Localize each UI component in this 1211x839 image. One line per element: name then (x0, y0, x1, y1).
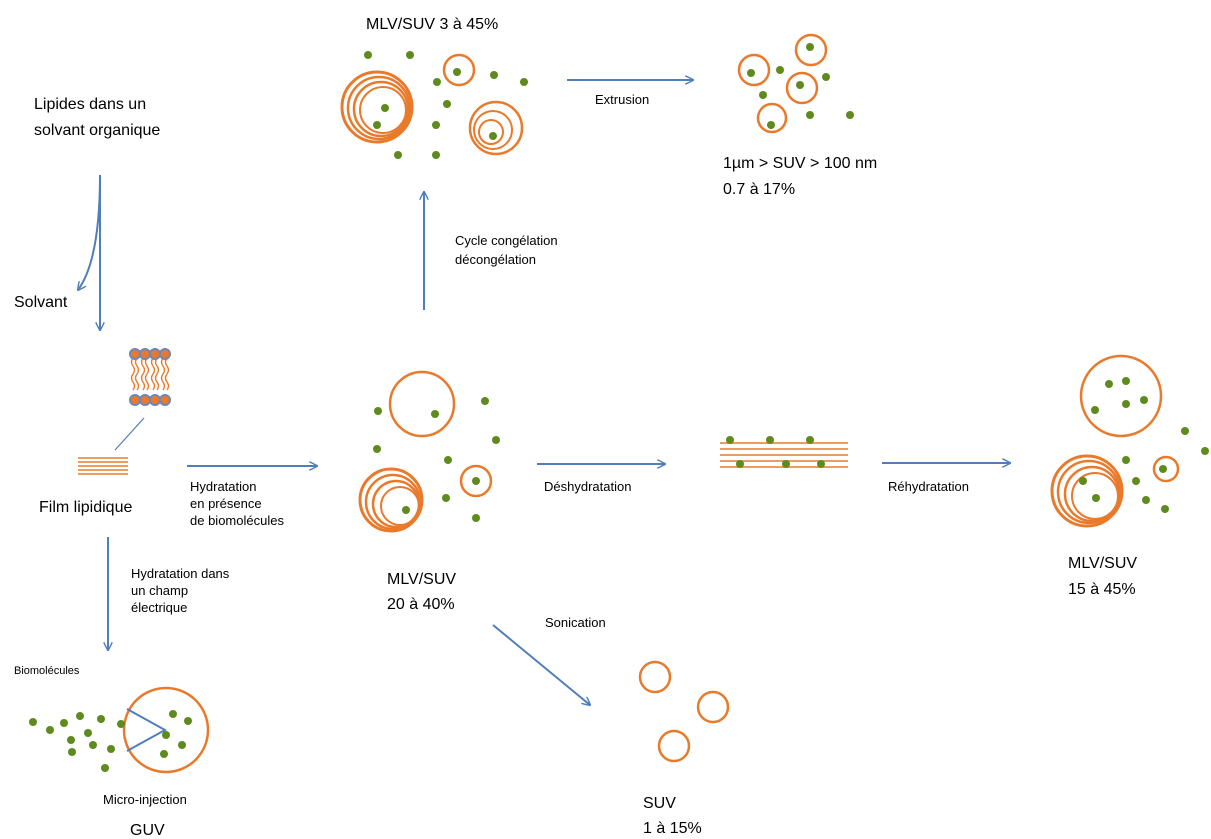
guv-vesicle (122, 686, 210, 774)
extruded-yield-label: 0.7 à 17% (723, 181, 795, 198)
suv-label-2: 1 à 15% (643, 820, 702, 837)
lipid-bilayer-icon (129, 348, 171, 406)
sonicated-suv-vesicles (638, 660, 730, 763)
mlv-suv-top-vesicles (340, 53, 524, 156)
mlv-center-label-1: MLV/SUV (387, 571, 456, 588)
mlv-top-label: MLV/SUV 3 à 45% (366, 16, 498, 33)
labels: Lipides dans un solvant organique Solvan… (14, 16, 1137, 839)
mlv-suv-right-biomolecules (1079, 377, 1209, 513)
mlv-right-label-1: MLV/SUV (1068, 555, 1137, 572)
micropipette (126, 708, 168, 752)
hydration-bio-label-2: en présence (190, 496, 262, 511)
mlv-suv-top-biomolecules (364, 51, 528, 159)
lipids-solvent-label-2: solvant organique (34, 122, 160, 139)
mlv-suv-center-vesicles (358, 370, 493, 533)
extruded-size-label: 1µm > SUV > 100 nm (723, 155, 877, 172)
lipids-solvent-label-1: Lipides dans un (34, 96, 146, 113)
solvent-evaporation-arrow (78, 174, 101, 290)
guv-label: GUV (130, 822, 165, 839)
lipid-film-icon (78, 457, 128, 475)
extruded-suv-vesicles (737, 33, 828, 134)
sonication-label: Sonication (545, 615, 606, 630)
hydration-field-label-1: Hydratation dans (131, 566, 230, 581)
suv-label-1: SUV (643, 795, 676, 812)
dehydration-label: Déshydratation (544, 479, 631, 494)
mlv-right-label-2: 15 à 45% (1068, 581, 1136, 598)
mlv-suv-center-biomolecules (373, 397, 500, 522)
freeze-thaw-label-2: décongélation (455, 252, 536, 267)
zoom-connector-line (114, 417, 145, 451)
microinjection-label: Micro-injection (103, 792, 187, 807)
dehydrated-biomolecules (726, 436, 825, 468)
freeze-thaw-label-1: Cycle congélation (455, 233, 558, 248)
mlv-suv-right-vesicles (1050, 354, 1180, 528)
guv-biomolecules (29, 710, 192, 772)
hydration-bio-label-1: Hydratation (190, 479, 256, 494)
biomolecules-label: Biomolécules (14, 665, 80, 677)
extruded-suv-biomolecules (747, 43, 854, 129)
mlv-center-label-2: 20 à 40% (387, 596, 455, 613)
hydration-field-label-2: un champ (131, 583, 188, 598)
solvent-label: Solvant (14, 294, 68, 311)
hydration-bio-label-3: de biomolécules (190, 513, 284, 528)
sonication-arrow (492, 624, 590, 705)
hydration-field-label-3: électrique (131, 600, 187, 615)
film-label: Film lipidique (39, 499, 132, 516)
rehydration-label: Réhydratation (888, 479, 969, 494)
arrows (78, 80, 1010, 705)
extrusion-label: Extrusion (595, 92, 649, 107)
